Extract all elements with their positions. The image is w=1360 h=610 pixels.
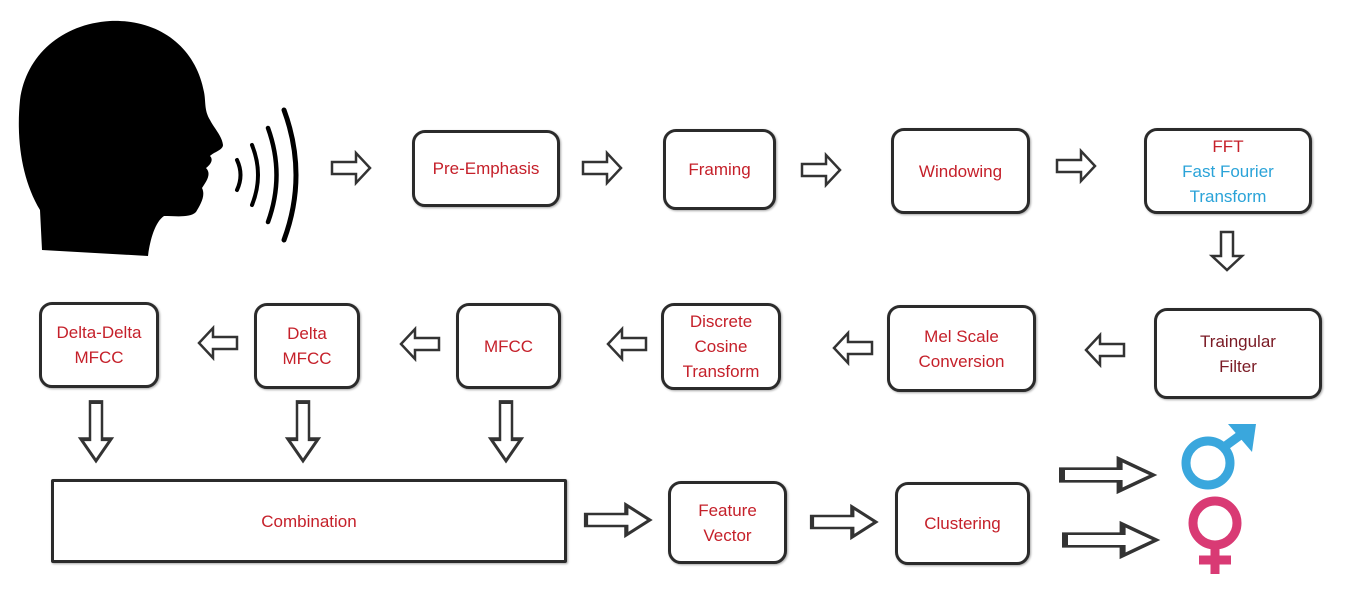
- delta-label-line1: Delta: [287, 324, 327, 343]
- delta-delta-label-line2: MFCC: [74, 348, 124, 367]
- arrow-mel-to-dct: [832, 331, 874, 365]
- arrow-triangular-to-mel: [1084, 333, 1126, 367]
- fft-label-line1: FFT: [1212, 136, 1244, 156]
- delta-delta-label-line1: Delta-Delta: [56, 323, 142, 342]
- arrow-preemphasis-to-framing: [581, 151, 623, 185]
- clustering-label: Clustering: [924, 514, 1001, 533]
- pre-emphasis-label: Pre-Emphasis: [432, 159, 540, 178]
- mel-label-line1: Mel Scale: [924, 326, 999, 346]
- arrow-feature-to-clustering: [812, 507, 876, 537]
- dct-label-line2: Cosine: [694, 337, 748, 356]
- arrow-mfcc-to-combination: [489, 400, 523, 463]
- speaking-head-icon: [18, 20, 224, 257]
- dct-label-line3: Transform: [682, 362, 760, 381]
- arrow-mfcc-to-delta: [399, 327, 441, 361]
- combination-box: Combination: [51, 479, 567, 563]
- pre-emphasis-box: Pre-Emphasis: [412, 130, 560, 207]
- feature-label-line2: Vector: [703, 525, 752, 545]
- feature-label-line1: Feature: [698, 500, 757, 520]
- windowing-label: Windowing: [918, 161, 1003, 181]
- fft-label-line3: Transform: [1189, 186, 1267, 206]
- arrow-clustering-to-female: [1065, 524, 1156, 556]
- arrow-clustering-to-male: [1062, 459, 1153, 491]
- fft-label-line2: Fast Fourier: [1182, 161, 1274, 181]
- fft-box: FFT Fast Fourier Transform: [1144, 128, 1312, 214]
- framing-box: Framing: [663, 129, 776, 210]
- mfcc-box: MFCC: [456, 303, 561, 389]
- arrow-head-to-preemphasis: [330, 151, 372, 185]
- male-symbol-icon: [1181, 424, 1256, 490]
- arrow-delta-to-deltadelta: [197, 326, 239, 360]
- framing-label: Framing: [688, 160, 751, 179]
- triangular-label-line1: Traingular: [1200, 331, 1276, 351]
- arrow-delta-to-combination: [286, 400, 320, 463]
- mel-label-line2: Conversion: [918, 351, 1005, 371]
- dct-label-line1: Discrete: [689, 312, 753, 331]
- female-symbol-icon: [1188, 496, 1242, 574]
- triangular-filter-box: Traingular Filter: [1154, 308, 1322, 399]
- arrow-fft-to-triangular: [1210, 230, 1244, 272]
- arrow-windowing-to-fft: [1055, 149, 1097, 183]
- triangular-label-line2: Filter: [1219, 356, 1257, 376]
- combination-label: Combination: [261, 511, 357, 531]
- sound-waves-icon: [235, 107, 299, 243]
- windowing-box: Windowing: [891, 128, 1030, 214]
- delta-delta-mfcc-box: Delta-Delta MFCC: [39, 302, 159, 388]
- mfcc-label: MFCC: [483, 336, 534, 356]
- feature-vector-box: Feature Vector: [668, 481, 787, 564]
- arrow-combination-to-feature: [586, 505, 650, 535]
- arrow-dct-to-mfcc: [606, 327, 648, 361]
- clustering-box: Clustering: [895, 482, 1030, 565]
- arrow-framing-to-windowing: [800, 153, 842, 187]
- dct-box: Discrete Cosine Transform: [661, 303, 781, 390]
- delta-label-line2: MFCC: [282, 349, 332, 368]
- delta-mfcc-box: Delta MFCC: [254, 303, 360, 389]
- mel-scale-box: Mel Scale Conversion: [887, 305, 1036, 392]
- arrow-deltadelta-to-combination: [79, 400, 113, 463]
